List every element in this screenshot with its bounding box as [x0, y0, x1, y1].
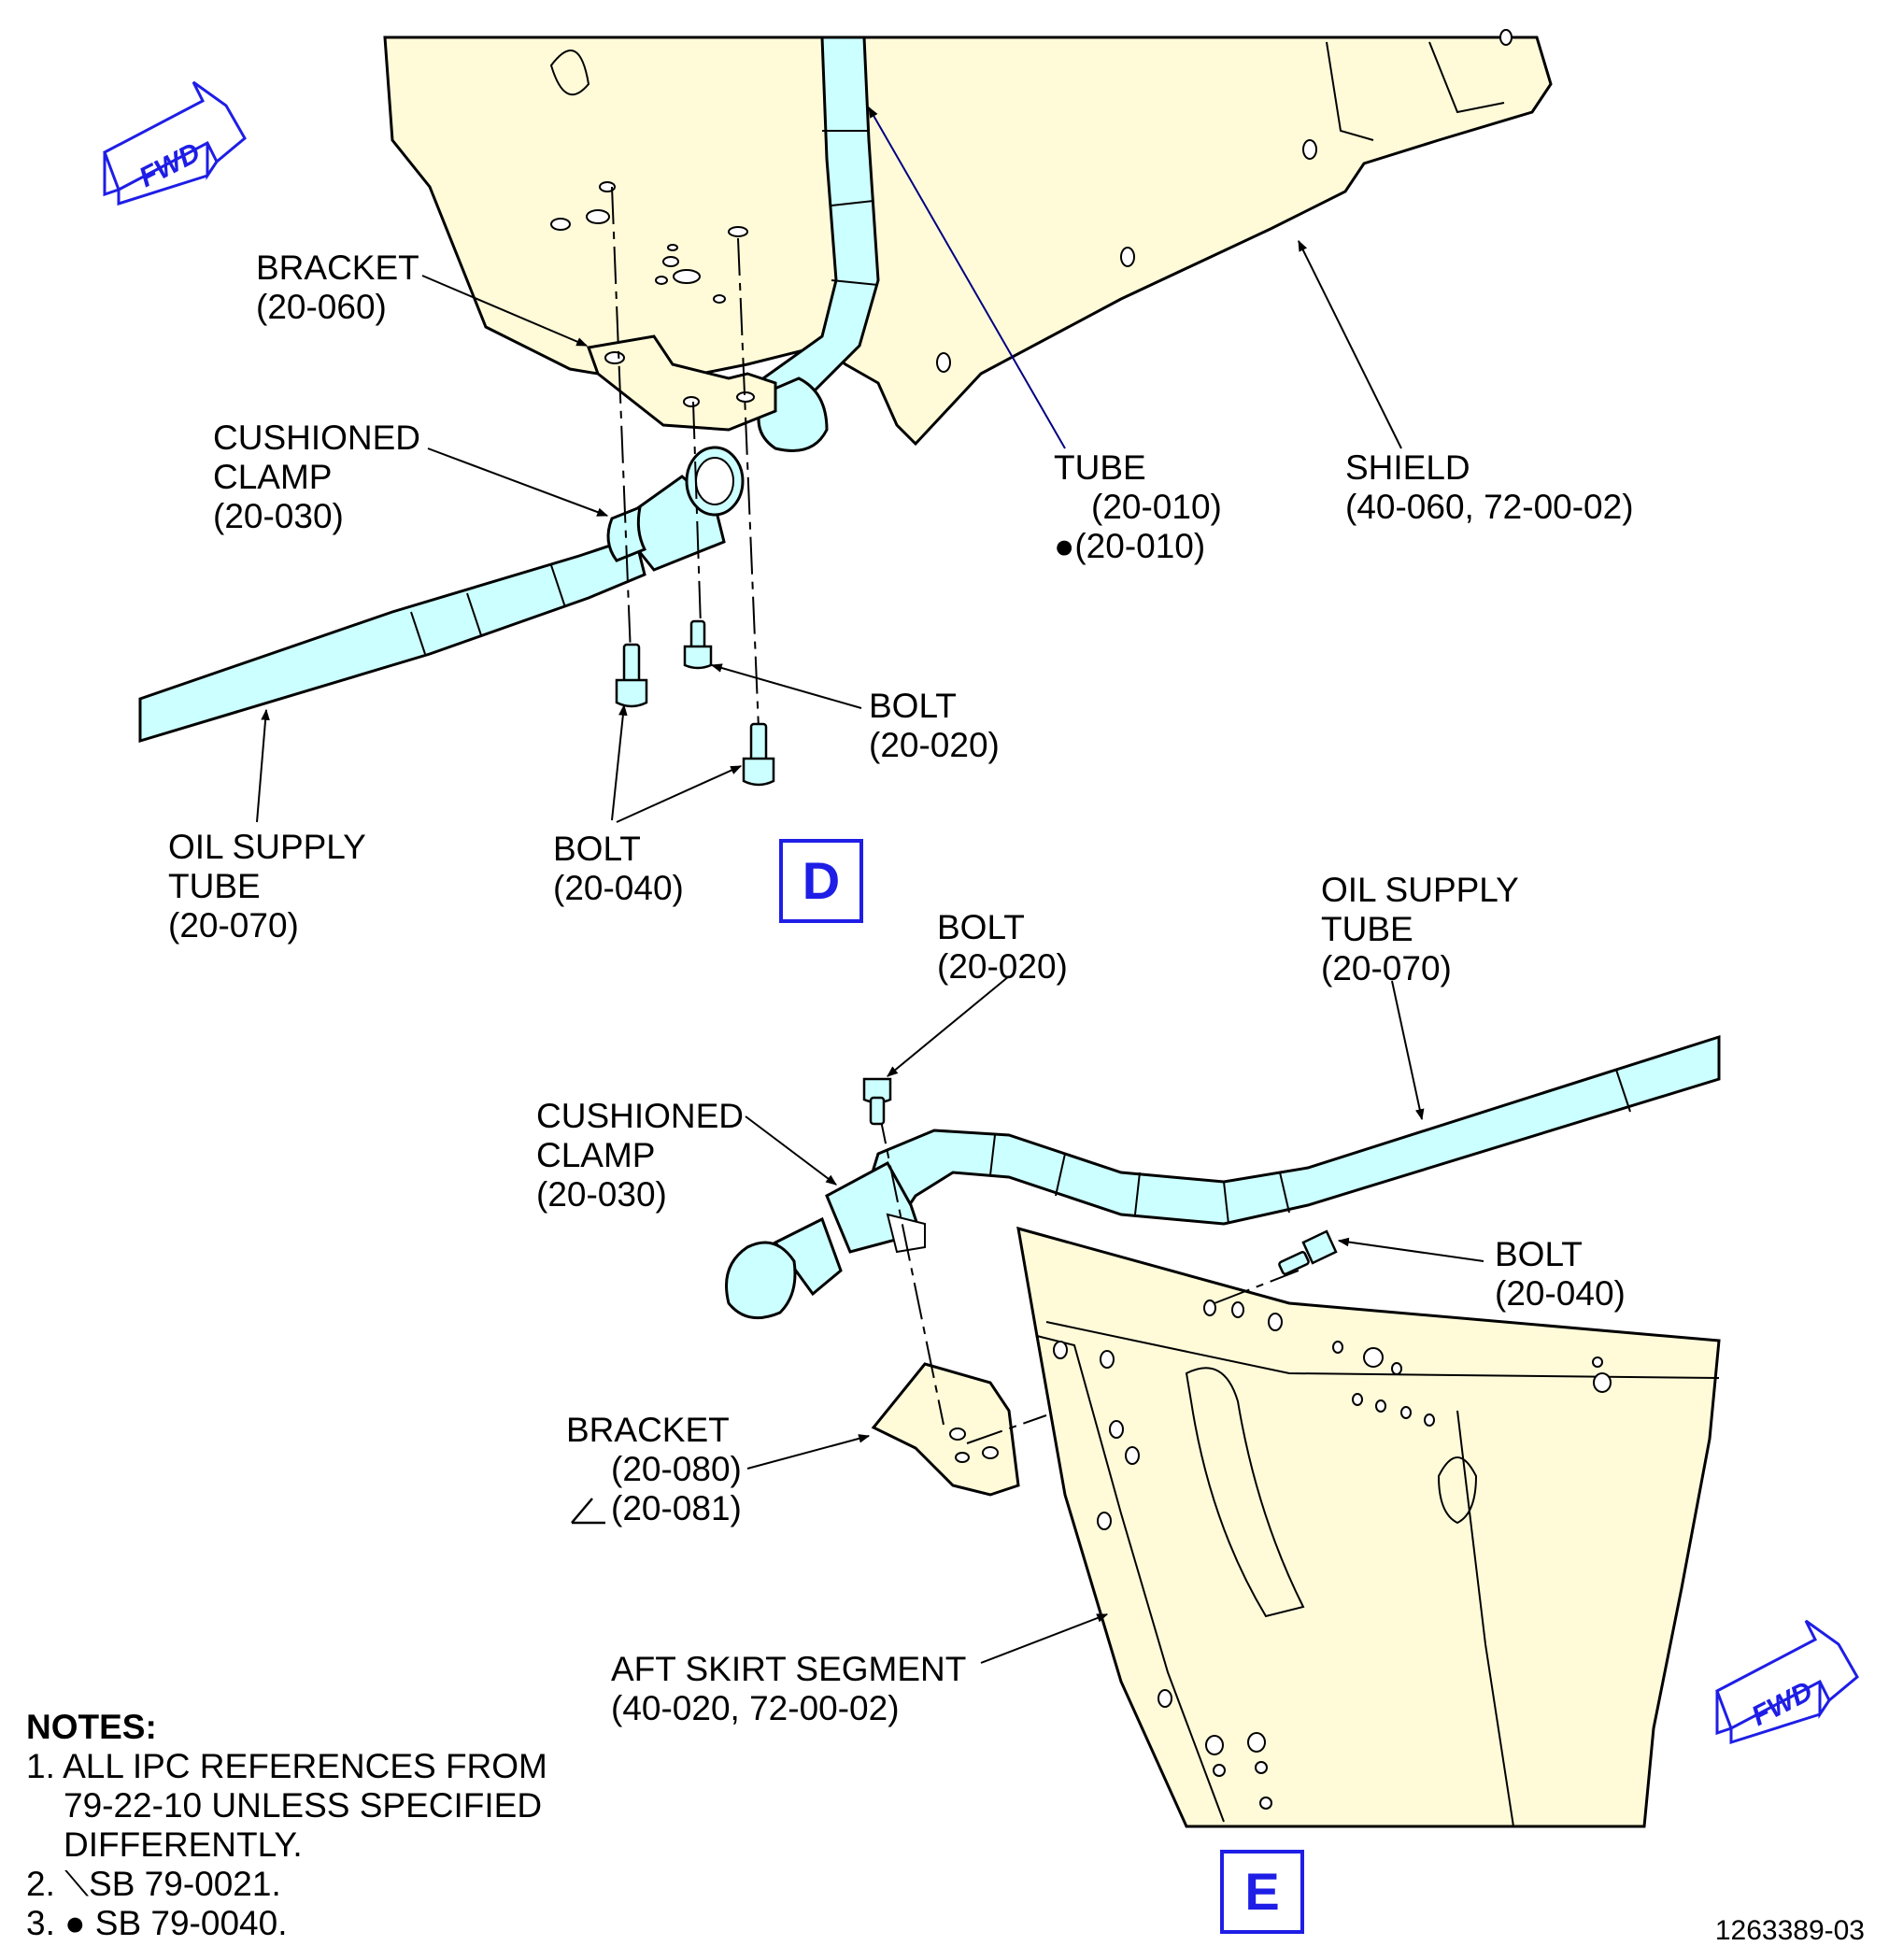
label-bolt-020-d: BOLT(20-020) — [869, 687, 1000, 764]
leader-bolt-020-e — [887, 975, 1010, 1077]
leader-bracket-080 — [746, 1434, 871, 1470]
bracket-20-080-part — [871, 1362, 1020, 1497]
leader-bolt-040-d2 — [616, 765, 743, 823]
sb-triangle-icon — [571, 1498, 605, 1525]
note-1-line-3: DIFFERENTLY. — [64, 1825, 303, 1864]
note-1-line-2: 79-22-10 UNLESS SPECIFIED — [64, 1786, 543, 1825]
bolts-d — [615, 619, 775, 787]
leader-bolt-040-e — [1337, 1237, 1484, 1262]
leader-clamp-030-e — [745, 1115, 837, 1186]
label-shield: SHIELD(40-060, 72-00-02) — [1345, 448, 1634, 526]
label-bracket-080: BRACKET (20-080) (20-081) — [566, 1411, 742, 1528]
bracket-081-line: (20-081) — [566, 1489, 742, 1528]
note-1-line-1: 1. ALL IPC REFERENCES FROM — [26, 1747, 547, 1785]
label-bolt-040-e: BOLT(20-040) — [1495, 1235, 1626, 1313]
leader-aft-skirt — [980, 1613, 1109, 1664]
note-3: 3. ● SB 79-0040. — [26, 1904, 288, 1942]
leader-shield — [1298, 239, 1402, 449]
label-aft-skirt: AFT SKIRT SEGMENT(40-020, 72-00-02) — [611, 1650, 967, 1727]
centerlines-e — [877, 1106, 1300, 1444]
label-bolt-040-d: BOLT(20-040) — [553, 830, 684, 907]
label-bolt-020-e: BOLT(20-020) — [937, 908, 1068, 986]
leader-oil-tube-e — [1391, 980, 1425, 1121]
label-bracket-060: BRACKET(20-060) — [256, 249, 419, 326]
leader-tube-010 — [868, 106, 1066, 449]
label-tube-010: TUBE (20-010) ●(20-010) — [1054, 448, 1222, 565]
centerlines-d — [611, 186, 760, 730]
leader-bolt-040-d1 — [611, 703, 628, 821]
view-e-callout-box: E — [1220, 1850, 1304, 1934]
aft-skirt-segment-part — [1016, 1226, 1721, 1828]
shield-part — [383, 29, 1553, 447]
bracket-20-060-part — [586, 334, 777, 432]
leader-oil-tube-d — [256, 708, 270, 823]
leader-clamp-030-d — [427, 447, 609, 517]
notes-block: NOTES: 1. ALL IPC REFERENCES FROM 79-22-… — [26, 1708, 547, 1943]
notes-title: NOTES: — [26, 1708, 157, 1746]
leader-bolt-020-d — [710, 663, 862, 709]
bolts-e — [862, 1077, 1338, 1275]
fwd-arrow-icon: FWD — [103, 80, 247, 206]
note-2: 2. ⟍SB 79-0021. — [26, 1865, 281, 1903]
leader-bracket-060 — [421, 275, 589, 347]
figure-number: 1263389-03 — [1714, 1915, 1865, 1946]
view-d-callout-box: D — [779, 839, 863, 923]
fwd-arrow-icon: FWD — [1715, 1619, 1859, 1745]
oil-supply-tube-e-part — [725, 1034, 1721, 1320]
